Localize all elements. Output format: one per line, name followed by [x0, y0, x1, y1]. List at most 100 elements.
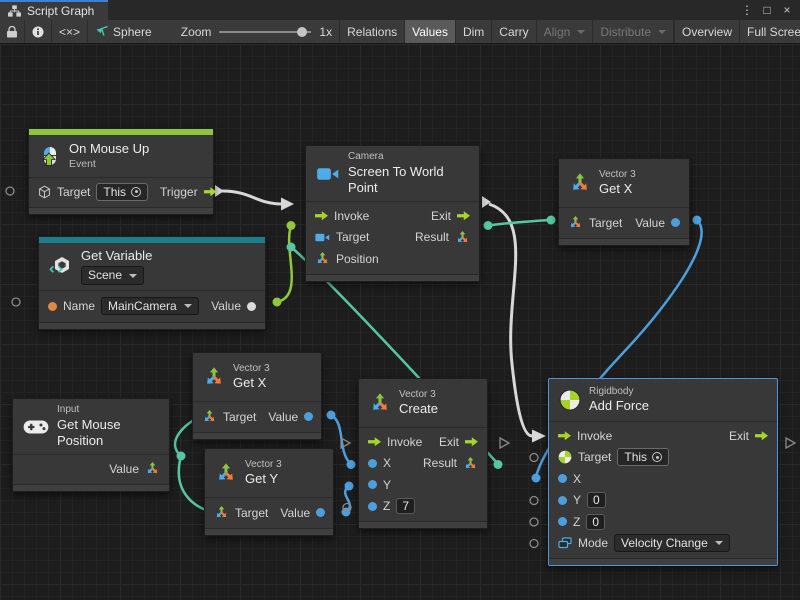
target-this-picker[interactable]: This — [96, 182, 149, 201]
info-icon — [32, 26, 44, 38]
graph-canvas[interactable]: On Mouse Up Event Target This Trigger — [0, 44, 800, 600]
port-create-z[interactable] — [342, 502, 352, 513]
z-value-input[interactable]: 0 — [586, 513, 606, 530]
selection-indicator[interactable]: Sphere — [88, 20, 159, 43]
vector3-port-icon[interactable] — [145, 461, 160, 476]
port-create-exit[interactable] — [499, 436, 511, 450]
exit-port-icon[interactable] — [465, 437, 478, 447]
x-port-dot[interactable] — [558, 474, 567, 484]
value-port-dot[interactable] — [304, 412, 314, 422]
target-this-picker[interactable]: This — [617, 448, 670, 467]
info-button[interactable] — [25, 20, 52, 43]
invoke-port-icon[interactable] — [558, 431, 571, 441]
node-subtitle: Event — [69, 157, 96, 170]
result-port-label: Result — [422, 456, 457, 471]
node-on-mouse-up[interactable]: On Mouse Up Event Target This Trigger — [28, 128, 217, 215]
node-get-mouse-position[interactable]: Input Get Mouse Position Value — [12, 398, 170, 492]
node-vector3-get-y[interactable]: Vector 3 Get Y Target Value — [204, 448, 334, 536]
port-onmouseup-input[interactable] — [5, 186, 15, 196]
node-vector3-get-x-top[interactable]: Vector 3 Get X Target Value — [558, 158, 690, 246]
node-header: Camera Screen To World Point — [306, 146, 479, 201]
dim-button[interactable]: Dim — [456, 20, 493, 43]
wire-trigger-to-invoke[interactable] — [215, 185, 294, 211]
maximize-icon[interactable]: □ — [763, 3, 771, 17]
invoke-port-icon[interactable] — [368, 437, 381, 447]
vector3-icon — [219, 463, 233, 480]
vector3-port-icon[interactable] — [463, 456, 478, 471]
tab-bar-spacer — [108, 0, 738, 20]
value-port-dot[interactable] — [671, 218, 680, 228]
port-addforce-y[interactable] — [529, 495, 539, 506]
distribute-button[interactable]: Distribute — [593, 20, 674, 43]
wire-result-to-getx-target[interactable] — [483, 215, 556, 231]
name-port-dot[interactable] — [48, 301, 57, 311]
z-port-dot[interactable] — [368, 501, 377, 511]
port-getvariable-input[interactable] — [11, 297, 21, 307]
exit-port-icon[interactable] — [755, 431, 768, 441]
port-addforce-mode[interactable] — [529, 538, 539, 549]
node-title: Get Y — [245, 471, 279, 487]
node-get-variable[interactable]: Get Variable Scene Name MainCamera — [38, 236, 266, 331]
zoom-slider-knob[interactable] — [297, 26, 308, 37]
node-vector3-get-x[interactable]: Vector 3 Get X Target Value — [192, 352, 322, 440]
invoke-port-icon[interactable] — [315, 211, 328, 221]
node-footer — [29, 206, 213, 214]
chevron-down-icon — [658, 29, 666, 34]
wire-exit-to-addforce-invoke[interactable] — [482, 196, 546, 443]
position-port-label: Position — [336, 251, 379, 266]
node-footer — [193, 431, 321, 439]
x-port-dot[interactable] — [368, 458, 377, 468]
relations-button[interactable]: Relations — [340, 20, 406, 43]
node-add-force[interactable]: Rigidbody Add Force Invoke Exit Target — [548, 378, 778, 566]
exit-port-icon[interactable] — [457, 211, 470, 221]
unconnected-ports[interactable] — [5, 186, 797, 549]
zoom-to-fit-button[interactable]: <×> — [52, 20, 89, 43]
target-port-label: Target — [235, 505, 269, 520]
x-port-label: X — [573, 471, 582, 486]
zoom-value: 1x — [319, 24, 333, 39]
zoom-slider-track[interactable] — [219, 30, 312, 33]
control-arrow-icon[interactable] — [203, 187, 217, 197]
camera-port-icon[interactable] — [315, 232, 330, 243]
carry-button[interactable]: Carry — [492, 20, 537, 43]
values-button[interactable]: Values — [405, 20, 456, 43]
tab-script-graph[interactable]: Script Graph — [0, 0, 109, 20]
value-port-dot[interactable] — [316, 508, 326, 518]
node-footer — [306, 273, 479, 281]
enum-mode-icon[interactable] — [558, 537, 572, 549]
invoke-port-label: Invoke — [334, 208, 370, 223]
port-addforce-exit-out[interactable] — [785, 436, 797, 450]
menu-icon[interactable]: ⋮ — [741, 3, 753, 17]
y-value-input[interactable]: 0 — [587, 492, 606, 509]
node-screen-to-world-point[interactable]: Camera Screen To World Point Invoke Exit… — [305, 145, 480, 282]
wire-variable-to-target[interactable] — [272, 221, 296, 307]
align-button[interactable]: Align — [537, 20, 594, 43]
y-port-dot[interactable] — [368, 480, 377, 490]
overview-button[interactable]: Overview — [675, 20, 741, 43]
chevron-down-icon — [714, 541, 723, 546]
mode-dropdown[interactable]: Velocity Change — [614, 534, 730, 553]
z-value-input[interactable]: 7 — [396, 498, 416, 515]
rigidbody-port-icon[interactable] — [558, 450, 572, 464]
vector3-port-icon[interactable] — [455, 230, 470, 245]
variable-name-dropdown[interactable]: MainCamera — [101, 297, 199, 316]
port-addforce-target[interactable] — [529, 452, 539, 463]
tab-title: Script Graph — [27, 4, 95, 18]
close-icon[interactable]: × — [783, 3, 791, 17]
y-port-dot[interactable] — [558, 495, 567, 505]
variable-scope-dropdown[interactable]: Scene — [81, 266, 145, 286]
vector3-port-icon[interactable] — [214, 505, 229, 520]
z-port-dot[interactable] — [558, 517, 567, 527]
zoom-slider[interactable] — [219, 26, 312, 37]
value-port-dot[interactable] — [247, 301, 256, 311]
vector3-port-icon[interactable] — [568, 215, 583, 230]
camera-icon — [316, 166, 340, 182]
port-addforce-z[interactable] — [529, 517, 539, 527]
full-screen-button[interactable]: Full Screen — [740, 20, 800, 43]
vector3-port-icon[interactable] — [315, 251, 330, 266]
node-category: Rigidbody — [589, 385, 634, 397]
vector3-port-icon[interactable] — [202, 409, 217, 424]
lock-button[interactable] — [0, 20, 25, 43]
port-create-invoke[interactable] — [340, 436, 352, 450]
node-vector3-create[interactable]: Vector 3 Create Invoke Exit X Result — [358, 378, 488, 529]
